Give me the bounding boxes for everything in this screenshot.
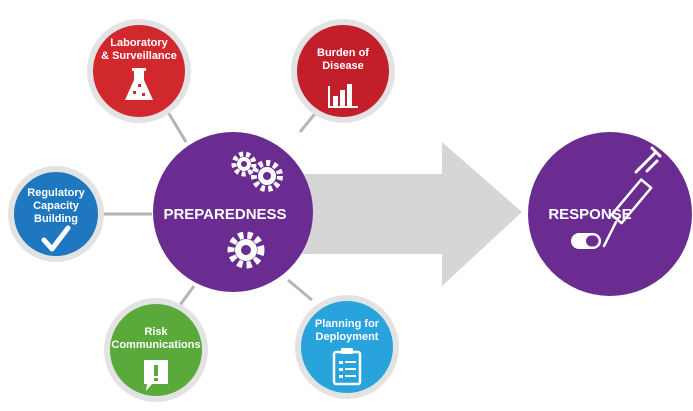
bar-chart-icon <box>328 84 358 108</box>
speech-bubble-alert-icon <box>144 360 168 391</box>
medium-gear-icon <box>251 160 283 192</box>
node-laboratory-label-1: Laboratory <box>110 37 168 49</box>
gears-icon <box>227 151 283 269</box>
connector-planning <box>287 278 313 302</box>
node-regulatory: Regulatory Capacity Building <box>8 166 104 262</box>
node-planning: Planning for Deployment <box>295 295 399 399</box>
node-planning-label-2: Deployment <box>316 331 379 343</box>
outcome-response: RESPONSE <box>528 132 692 296</box>
hub-preparedness: PREPAREDNESS <box>153 132 313 292</box>
checkmark-icon <box>41 225 71 252</box>
hub-label: PREPAREDNESS <box>163 206 286 223</box>
node-planning-label-1: Planning for <box>315 318 380 330</box>
node-laboratory: Laboratory & Surveillance <box>87 19 191 123</box>
small-gear-icon <box>231 151 257 177</box>
clipboard-checklist-icon <box>332 348 362 386</box>
syringe-icon <box>602 146 662 248</box>
flask-icon <box>125 68 153 100</box>
node-burden-label-2: Disease <box>322 60 364 72</box>
flow-arrow <box>300 142 522 286</box>
outcome-label: RESPONSE <box>548 206 631 223</box>
node-laboratory-label-2: & Surveillance <box>101 50 177 62</box>
node-risk-label-2: Communications <box>111 339 200 351</box>
pill-icon <box>571 233 601 249</box>
connector-laboratory <box>166 111 188 143</box>
node-regulatory-label-3: Building <box>34 213 78 225</box>
node-regulatory-label-2: Capacity <box>33 200 80 212</box>
large-gear-icon <box>227 231 265 269</box>
node-burden-label-1: Burden of <box>317 47 369 59</box>
node-regulatory-label-1: Regulatory <box>27 187 85 199</box>
node-risk: Risk Communications <box>104 298 208 402</box>
node-burden: Burden of Disease <box>291 19 395 123</box>
node-risk-label-1: Risk <box>144 326 168 338</box>
